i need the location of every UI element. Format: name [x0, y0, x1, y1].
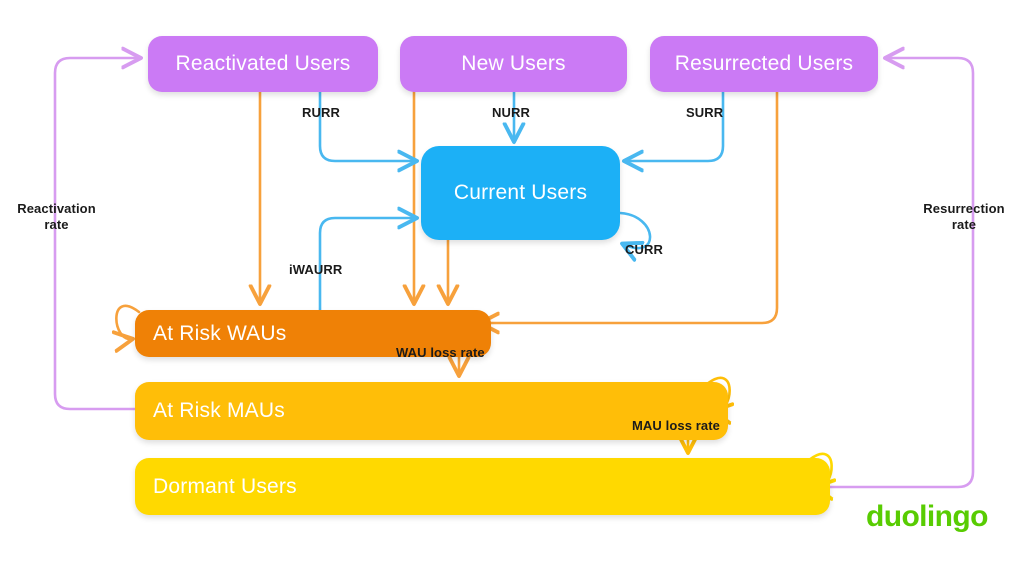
node-current-users[interactable]: Current Users	[421, 146, 620, 240]
node-at-risk-maus-label: At Risk MAUs	[153, 399, 285, 422]
node-reactivated-users-label: Reactivated Users	[175, 52, 351, 75]
edge-resurrection-rate	[810, 58, 975, 489]
edge-label-reactivation-rate: Reactivation rate	[4, 201, 109, 234]
edge-label-curr: CURR	[625, 242, 663, 257]
resurrection-rate-line-1: Resurrection	[923, 201, 1005, 216]
node-dormant-users-label: Dormant Users	[153, 474, 297, 498]
resurrection-rate-line-2: rate	[951, 217, 977, 233]
edge-label-wau-loss-rate: WAU loss rate	[396, 345, 485, 360]
reactivation-rate-line-1: Reactivation	[17, 201, 96, 216]
node-reactivated-users[interactable]: Reactivated Users	[148, 36, 378, 92]
edge-resurrected-to-at-risk-wau	[481, 90, 779, 323]
edge-label-resurrection-rate: Resurrection rate	[908, 201, 1020, 234]
edge-surr	[625, 90, 725, 161]
edge-iwaurr	[318, 218, 416, 312]
edge-label-nurr: NURR	[492, 105, 530, 120]
edge-label-mau-loss-rate: MAU loss rate	[632, 418, 720, 433]
edge-reactivation-rate	[53, 58, 140, 411]
reactivation-rate-line-2: rate	[44, 217, 69, 233]
node-at-risk-waus[interactable]: At Risk WAUs	[135, 310, 491, 357]
edge-curr-self-loop	[618, 211, 652, 248]
edge-label-rurr: RURR	[302, 105, 340, 120]
node-resurrected-users-label: Resurrected Users	[674, 52, 854, 75]
node-current-users-label: Current Users	[453, 181, 588, 204]
duolingo-logo: duolingo	[866, 500, 988, 533]
node-resurrected-users[interactable]: Resurrected Users	[650, 36, 878, 92]
node-dormant-users[interactable]: Dormant Users	[135, 458, 830, 515]
node-at-risk-waus-label: At Risk WAUs	[153, 321, 287, 345]
edge-at-risk-wau-self-loop	[116, 304, 141, 339]
edge-rurr	[318, 90, 416, 161]
node-new-users-label: New Users	[461, 52, 566, 75]
edge-label-surr: SURR	[686, 105, 724, 120]
node-at-risk-maus[interactable]: At Risk MAUs	[135, 382, 728, 440]
edge-label-iwaurr: iWAURR	[289, 262, 343, 277]
node-new-users[interactable]: New Users	[400, 36, 627, 92]
